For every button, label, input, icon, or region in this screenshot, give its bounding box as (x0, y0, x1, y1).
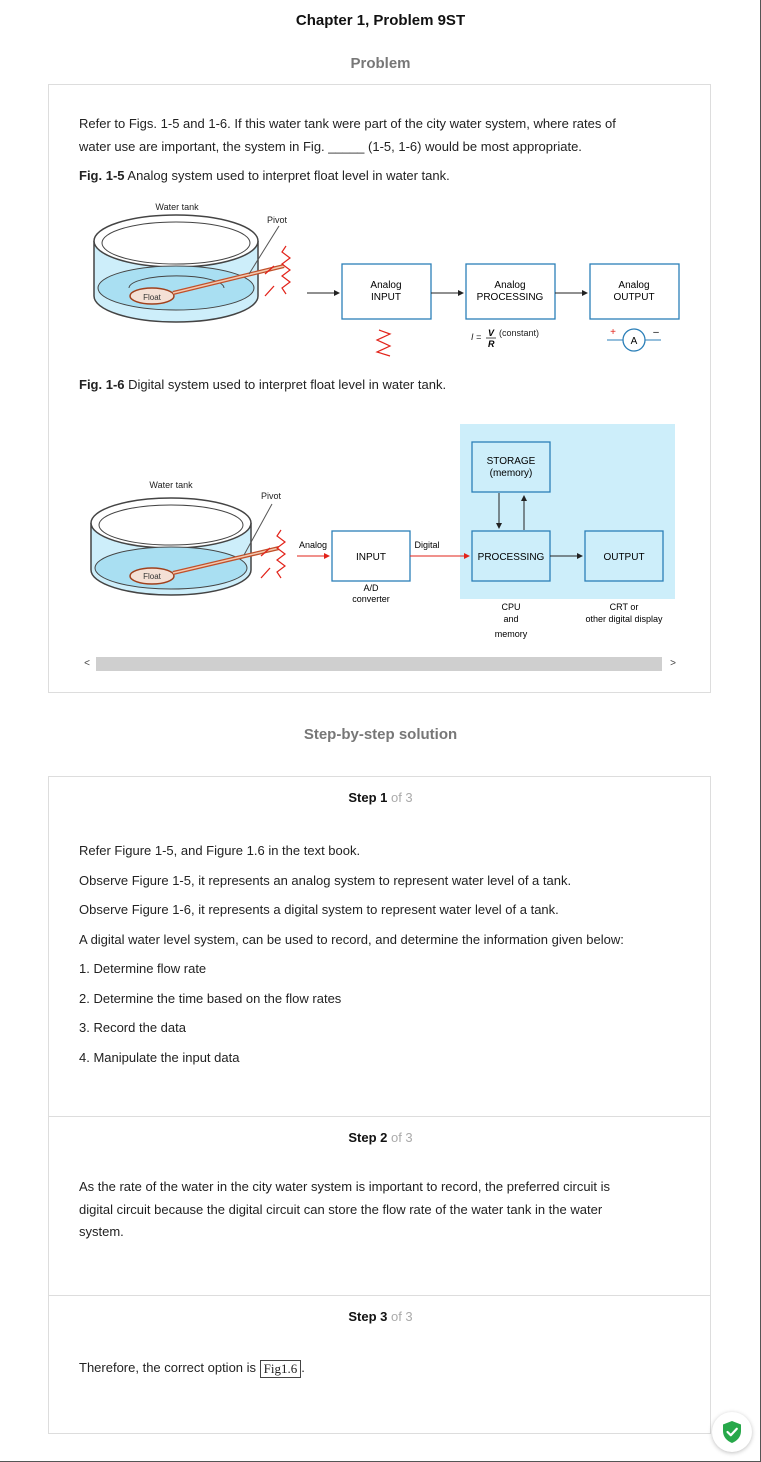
fig16-storage-box (471, 441, 551, 493)
fig16-caption: Fig. 1-6 Digital system used to interpre… (79, 373, 689, 396)
step3-heading: Step 3 of 3 (0, 1309, 761, 1324)
solution-card (48, 776, 711, 1434)
step2-of: of 3 (387, 1130, 413, 1145)
step2-body: As the rate of the water in the city wat… (79, 1176, 689, 1244)
fig15-sensor-icon (375, 329, 392, 357)
scroll-thumb[interactable] (96, 657, 662, 671)
fig15-float-label: Float (143, 293, 162, 302)
fig16-caption-text: Digital system used to interpret float l… (124, 377, 447, 392)
fig15-tank-rim (93, 214, 259, 268)
step2-label: Step 2 (348, 1130, 388, 1145)
problem-heading: Problem (350, 55, 411, 72)
fig16-cpu-l3: memory (495, 629, 528, 639)
fig15-proc-l1: Analog (494, 280, 525, 291)
fig15-potentiometer (281, 245, 291, 295)
fig15-pivot-label: Pivot (267, 215, 288, 225)
step1-line: Refer Figure 1-5, and Figure 1.6 in the … (79, 843, 361, 858)
shield-check-icon[interactable] (712, 1412, 752, 1452)
step1-line: Observe Figure 1-6, it represents a digi… (79, 902, 559, 917)
fig15-plus: + (610, 327, 616, 338)
fig16-potentiometer (276, 529, 286, 579)
step1-list-item: 4. Manipulate the input data (79, 1049, 240, 1065)
step3-period: . (301, 1360, 305, 1375)
step2-line: digital circuit because the digital circ… (79, 1201, 603, 1217)
fig16-cpu-l2: and (503, 614, 518, 624)
step1-label: Step 1 (348, 790, 388, 805)
problem-text: Refer to Figs. 1-5 and 1-6. If this wate… (79, 112, 689, 158)
fig15-formula-r: R (488, 339, 495, 349)
step1-line: A digital water level system, can be use… (79, 931, 624, 947)
fig16-float (129, 567, 175, 585)
fig16-float-label: Float (143, 572, 162, 581)
fig16-crt-l2: other digital display (585, 614, 663, 624)
fig16-input-box (331, 530, 411, 582)
fig16-crt-l1: CRT or (610, 602, 639, 612)
fig16-analog-label: Analog (299, 540, 327, 550)
fig15-formula-i: I = (471, 332, 481, 342)
fig16-output-box (584, 530, 664, 582)
fig16-diagram: Float Water tank Pivot Analog INPUT A/D … (90, 424, 675, 639)
fig16-processing-label: PROCESSING (478, 552, 545, 563)
answer-box: Fig1.6 (259, 1359, 302, 1378)
horizontal-scrollbar[interactable]: < > (79, 656, 681, 672)
fig15-input-l1: Analog (370, 280, 401, 291)
fig15-formula-v: V (488, 328, 495, 338)
scroll-left-icon[interactable]: < (84, 658, 90, 669)
step-divider-2 (48, 1295, 711, 1296)
step1-line: Observe Figure 1-5, it represents an ana… (79, 872, 572, 888)
fig15-water-tank-label: Water tank (155, 202, 199, 212)
fig15-label: Fig. 1-5 (79, 168, 125, 183)
step1-list-item: 3. Record the data (79, 1020, 186, 1035)
fig15-formula-const: (constant) (499, 328, 539, 338)
fig16-input-label: INPUT (356, 552, 386, 563)
step2-line: system. (79, 1224, 124, 1239)
fig16-output-label: OUTPUT (603, 552, 644, 563)
fig16-storage-l2: (memory) (490, 468, 533, 479)
fig15-proc-l2: PROCESSING (477, 292, 544, 303)
fig16-processing-box (471, 530, 551, 582)
step3-of: of 3 (387, 1309, 413, 1324)
fig15-caption-text: Analog system used to interpret float le… (124, 168, 450, 183)
problem-text-line1: Refer to Figs. 1-5 and 1-6. If this wate… (79, 116, 616, 131)
ammeter-icon (622, 328, 646, 352)
fig15-analog-output-box (589, 263, 680, 320)
step3-label: Step 3 (348, 1309, 388, 1324)
fig16-digital-label: Digital (414, 540, 439, 550)
step1-of: of 3 (387, 790, 413, 805)
step3-text: Therefore, the correct option is (79, 1360, 260, 1375)
step1-list-item: 2. Determine the time based on the flow … (79, 990, 342, 1006)
fig16-ad-l2: converter (352, 594, 390, 604)
fig16-water-tank-label: Water tank (149, 480, 193, 490)
fig16-storage-l1: STORAGE (487, 456, 536, 467)
fig15-out-l2: OUTPUT (613, 292, 654, 303)
fig15-float (129, 287, 175, 305)
step2-heading: Step 2 of 3 (0, 1130, 761, 1145)
fig16-label: Fig. 1-6 (79, 377, 125, 392)
fig15-analog-processing-box (465, 263, 556, 320)
step1-heading: Step 1 of 3 (0, 790, 761, 805)
step1-list-item: 1. Determine flow rate (79, 961, 207, 976)
fig15-minus: – (653, 327, 659, 338)
fig15-meter-label: A (631, 336, 638, 347)
step3-body: Therefore, the correct option is Fig1.6. (79, 1356, 689, 1379)
fig15-analog-input-box (341, 263, 432, 320)
step2-line: As the rate of the water in the city wat… (79, 1179, 611, 1194)
step-divider-1 (48, 1116, 711, 1117)
fig16-cpu-l1: CPU (501, 602, 520, 612)
fig15-caption: Fig. 1-5 Analog system used to interpret… (79, 164, 689, 187)
fig16-pivot-label: Pivot (261, 491, 282, 501)
fig16-ad-l1: A/D (363, 583, 379, 593)
fig15-diagram: Float Water tank Pivot Analog INPUT Anal… (93, 202, 680, 357)
page-title: Chapter 1, Problem 9ST (295, 12, 466, 29)
solution-heading: Step-by-step solution (303, 726, 458, 743)
fig15-out-l1: Analog (618, 280, 649, 291)
fig15-input-l2: INPUT (371, 292, 401, 303)
problem-text-line2: water use are important, the system in F… (79, 139, 582, 154)
scroll-right-icon[interactable]: > (670, 658, 676, 669)
step1-body: Refer Figure 1-5, and Figure 1.6 in the … (79, 836, 689, 1072)
